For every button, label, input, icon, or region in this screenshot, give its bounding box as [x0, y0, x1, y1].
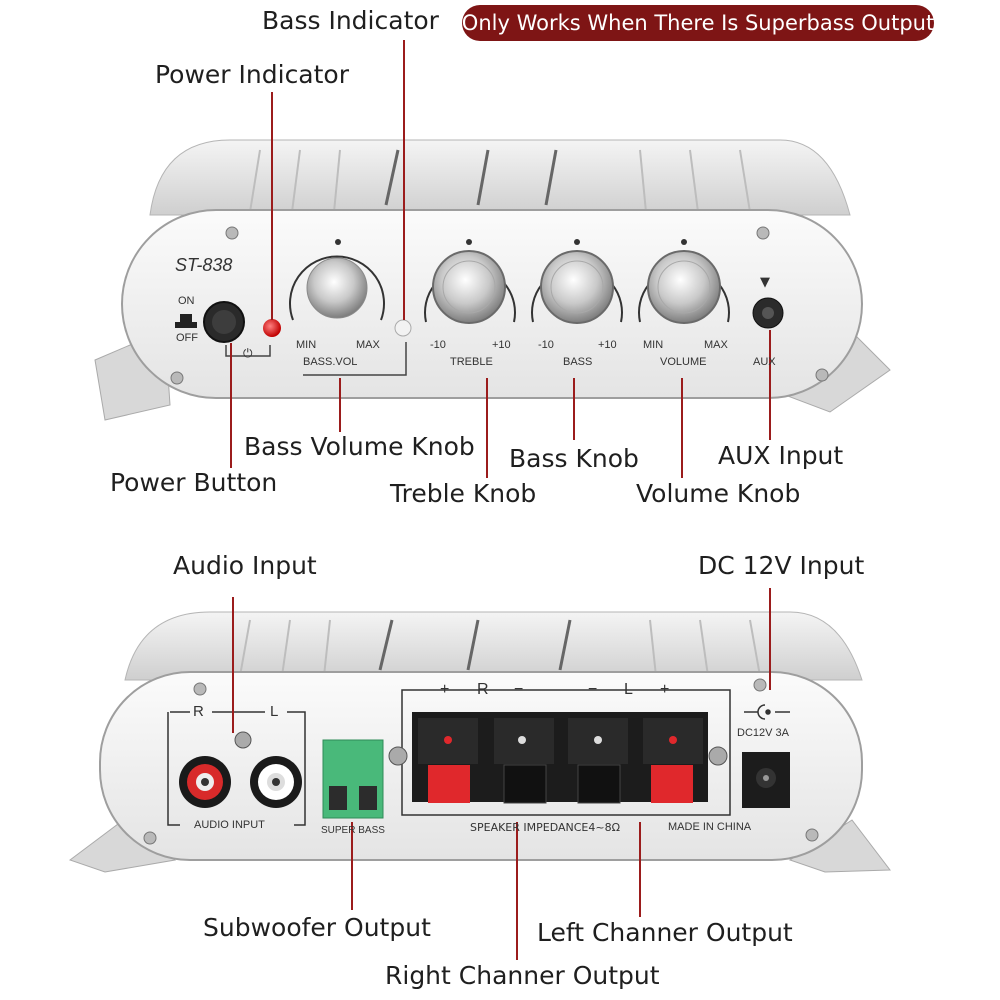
left-minus-terminal[interactable] [577, 764, 621, 804]
audio-input-label: AUDIO INPUT [194, 819, 265, 831]
back-heatsink-top [124, 611, 863, 681]
bass-knob[interactable] [540, 250, 614, 324]
callout-audio-input: Audio Input [173, 551, 317, 580]
callout-bass-knob: Bass Knob [509, 444, 639, 473]
back-left-foot [68, 814, 177, 873]
impedance-label: SPEAKER IMPEDANCE4~8Ω [470, 821, 620, 834]
callout-bass-indicator: Bass Indicator [262, 6, 439, 35]
treble-max-label: +10 [492, 339, 511, 351]
callout-left-output: Left Channer Output [537, 918, 793, 947]
bass-indicator-led [394, 319, 412, 337]
rca-r-label: R [193, 703, 204, 720]
callout-aux-input: AUX Input [718, 441, 844, 470]
speaker-minus-r: − [514, 681, 524, 698]
speaker-r-label: R [477, 681, 489, 698]
front-unit [94, 139, 891, 421]
right-plus-terminal[interactable] [428, 765, 470, 803]
bass-vol-label: BASS.VOL [303, 356, 358, 368]
callout-subwoofer-output: Subwoofer Output [203, 913, 431, 942]
volume-min-label: MIN [643, 339, 664, 351]
callout-treble-knob: Treble Knob [390, 479, 537, 508]
left-plus-terminal[interactable] [651, 765, 693, 803]
speaker-minus-l: − [588, 681, 598, 698]
aux-arrow: ▼ [760, 275, 770, 290]
speaker-plus-l: + [660, 681, 670, 698]
bass-max-label: +10 [598, 339, 617, 351]
treble-min-label: -10 [430, 339, 446, 351]
leader-lines [230, 40, 771, 960]
speaker-l-label: L [624, 681, 633, 698]
speaker-plus-r: + [440, 681, 450, 698]
callout-power-indicator: Power Indicator [155, 60, 350, 89]
on-label: ON [178, 295, 195, 307]
bass-min-label: -10 [538, 339, 554, 351]
dc-rating-label: DC12V 3A [737, 727, 789, 739]
bass-volume-knob[interactable] [306, 257, 368, 319]
off-label: OFF [176, 332, 198, 344]
volume-knob[interactable] [647, 250, 721, 324]
bass-vol-max-label: MAX [356, 339, 380, 351]
super-bass-label: SUPER BASS [321, 825, 385, 836]
right-minus-terminal[interactable] [503, 764, 547, 804]
volume-label: VOLUME [660, 356, 707, 368]
bass-label: BASS [563, 356, 593, 368]
front-heatsink-top [149, 139, 851, 216]
rca-l-label: L [270, 703, 279, 720]
bass-vol-min-label: MIN [296, 339, 317, 351]
treble-label: TREBLE [450, 356, 493, 368]
back-unit [68, 611, 891, 873]
model-label: ST-838 [175, 255, 233, 275]
superbass-note-badge: Only Works When There Is Superbass Outpu… [462, 5, 934, 41]
made-in-label: MADE IN CHINA [668, 821, 752, 833]
power-symbol: ⏻ [243, 346, 253, 360]
callout-dc-input: DC 12V Input [698, 551, 865, 580]
aux-label: AUX [753, 356, 776, 368]
volume-max-label: MAX [704, 339, 728, 351]
callout-volume-knob: Volume Knob [636, 479, 801, 508]
callout-power-button: Power Button [110, 468, 278, 497]
callout-bass-volume-knob: Bass Volume Knob [244, 432, 475, 461]
power-indicator-led [263, 319, 281, 337]
treble-knob[interactable] [432, 250, 506, 324]
callout-right-output: Right Channer Output [385, 961, 660, 990]
